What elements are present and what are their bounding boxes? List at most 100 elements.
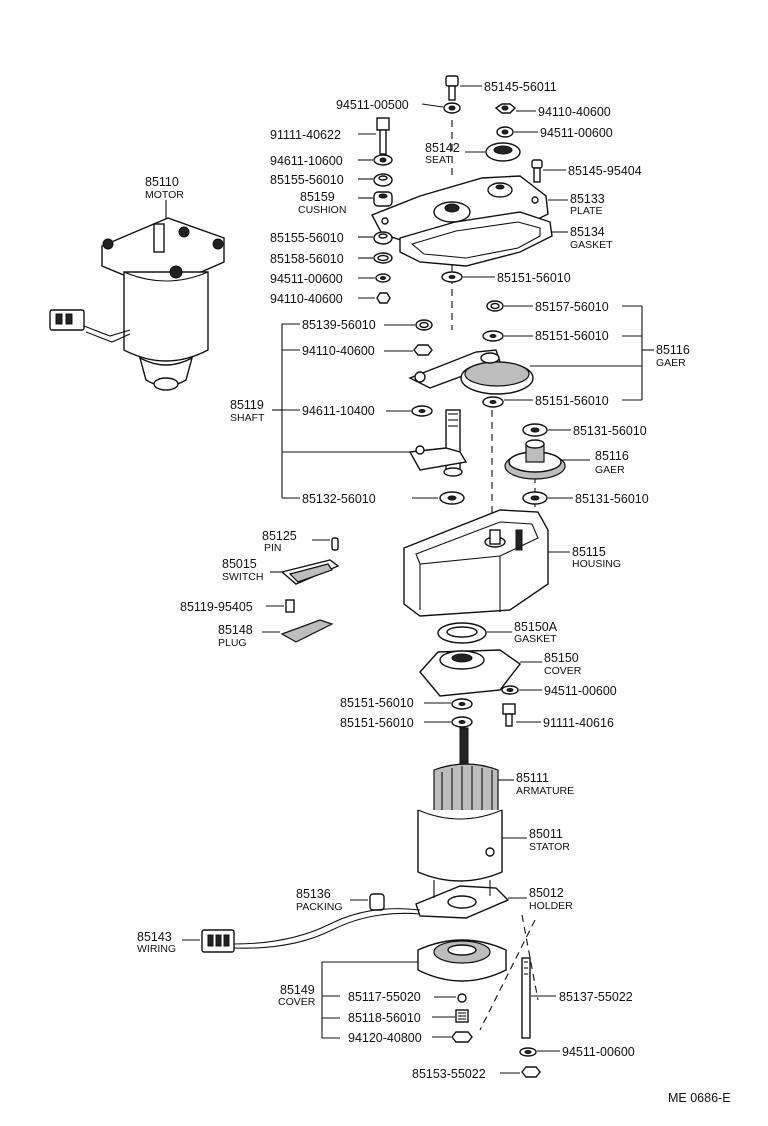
label-85157-56010: 85157-56010 [535, 300, 609, 314]
label-85125: 85125 [262, 529, 297, 543]
cushion-85159 [358, 191, 393, 207]
label-gasket-150a: GASKET [514, 633, 557, 645]
label-cover-149: COVER [278, 996, 316, 1008]
label-94110-40600-mid: 94110-40600 [270, 292, 343, 306]
label-85150: 85150 [544, 651, 579, 665]
nut-94110-40600-sh [384, 344, 433, 356]
label-94511-00600-mid: 94511-00600 [270, 272, 343, 286]
bushing-85155-56010-b [358, 231, 393, 245]
label-85151-56010-c1: 85151-56010 [340, 696, 414, 710]
label-85132-56010: 85132-56010 [302, 492, 376, 506]
diagram-code: ME 0686-E [668, 1091, 731, 1105]
washer-94611-10600 [358, 154, 393, 166]
label-85134: 85134 [570, 225, 605, 239]
bracket-85116 [530, 305, 654, 401]
labels: 85145-56011 94511-00500 94110-40600 9451… [137, 80, 731, 1105]
label-85131-56010-a: 85131-56010 [573, 424, 647, 438]
label-94110-40600-sh: 94110-40600 [302, 344, 375, 358]
label-85151-56010-g2: 85151-56010 [535, 394, 609, 408]
label-85143: 85143 [137, 930, 172, 944]
label-94611-10600: 94611-10600 [270, 154, 343, 168]
label-85148: 85148 [218, 623, 253, 637]
nut-94110-40600-mid [358, 292, 391, 304]
label-94511-00600-cov: 94511-00600 [544, 684, 617, 698]
label-85155-56010-a: 85155-56010 [270, 173, 344, 187]
washer-94511-00600-mid [358, 273, 391, 283]
label-cushion: CUSHION [298, 204, 346, 216]
label-91111-40622: 91111-40622 [270, 128, 341, 142]
plug-85148 [262, 619, 334, 643]
washer-94511-00600-cov [501, 685, 542, 695]
label-85139-56010: 85139-56010 [302, 318, 376, 332]
label-94110-40600-top: 94110-40600 [538, 105, 611, 119]
label-94120-40800: 94120-40800 [348, 1031, 422, 1045]
label-85149: 85149 [280, 983, 315, 997]
label-91111-40616: 91111-40616 [543, 716, 614, 730]
seat-85142 [465, 142, 521, 162]
label-packing: PACKING [296, 901, 342, 913]
label-85145-95404: 85145-95404 [568, 164, 642, 178]
label-85116-b: 85116 [595, 449, 629, 463]
label-85111: 85111 [516, 771, 549, 785]
stator-85011 [417, 809, 527, 882]
nut-94120-40800 [432, 1031, 473, 1043]
label-85116-a: 85116 [656, 343, 690, 357]
label-plug: PLUG [218, 637, 247, 649]
label-94511-00600-bot: 94511-00600 [562, 1045, 635, 1059]
washer-85131-56010-b [522, 491, 573, 505]
gear-85116-b [504, 439, 590, 480]
nut-94110-40600-top [494, 103, 536, 114]
label-85110: 85110 [145, 175, 179, 189]
label-85131-56010-b: 85131-56010 [575, 492, 649, 506]
label-94611-10400: 94611-10400 [302, 404, 375, 418]
gasket-85150A [437, 622, 512, 644]
ball-85117-55020 [434, 993, 467, 1003]
screw-85119-95405 [266, 599, 295, 613]
label-gaer-a: GAER [656, 357, 686, 369]
label-seat: SEAT [425, 154, 452, 166]
label-85151-56010-g1: 85151-56010 [535, 329, 609, 343]
label-85145-56011: 85145-56011 [484, 80, 557, 94]
label-85119-95405: 85119-95405 [180, 600, 253, 614]
washer-94511-00600-top [496, 126, 538, 138]
switch-85015 [270, 559, 340, 585]
bracket-85119 [272, 323, 410, 499]
label-85118-56010: 85118-56010 [348, 1011, 421, 1025]
shaft-85119 [408, 409, 468, 477]
washer-85151-56010-c1 [424, 698, 473, 710]
label-85015: 85015 [222, 557, 257, 571]
bolt-91111-40616 [502, 703, 541, 727]
screw-85145-95404 [531, 159, 566, 183]
housing-85115 [403, 509, 570, 617]
label-switch: SWITCH [222, 571, 263, 583]
label-stator: STATOR [529, 841, 570, 853]
washer-85151-56010-g2 [482, 396, 533, 408]
motor-85110 [49, 200, 225, 391]
label-85159: 85159 [300, 190, 335, 204]
label-85142: 85142 [425, 141, 460, 155]
label-85153-55022: 85153-55022 [412, 1067, 486, 1081]
cover-85150 [419, 649, 542, 697]
wiring-85143 [182, 908, 421, 953]
ring-85158-56010 [358, 252, 393, 264]
stud-85137-55022 [521, 957, 556, 1039]
label-shaft: SHAFT [230, 412, 265, 424]
label-wiring: WIRING [137, 943, 176, 955]
label-motor: MOTOR [145, 189, 184, 201]
label-holder: HOLDER [529, 900, 573, 912]
washer-94511-00500 [421, 102, 461, 114]
label-85117-55020: 85117-55020 [348, 990, 421, 1004]
label-housing: HOUSING [572, 558, 621, 570]
label-armature: ARMATURE [516, 785, 574, 797]
label-85011: 85011 [529, 827, 563, 841]
washer-85132-56010 [412, 491, 465, 505]
label-plate: PLATE [570, 205, 602, 217]
label-94511-00600-top: 94511-00600 [540, 126, 613, 140]
label-85150A: 85150A [514, 620, 558, 634]
packing-85136 [350, 893, 385, 911]
washer-94611-10400 [386, 405, 433, 417]
screw-85145-56011 [445, 75, 482, 101]
label-85155-56010-b: 85155-56010 [270, 231, 344, 245]
label-cover-150: COVER [544, 665, 582, 677]
